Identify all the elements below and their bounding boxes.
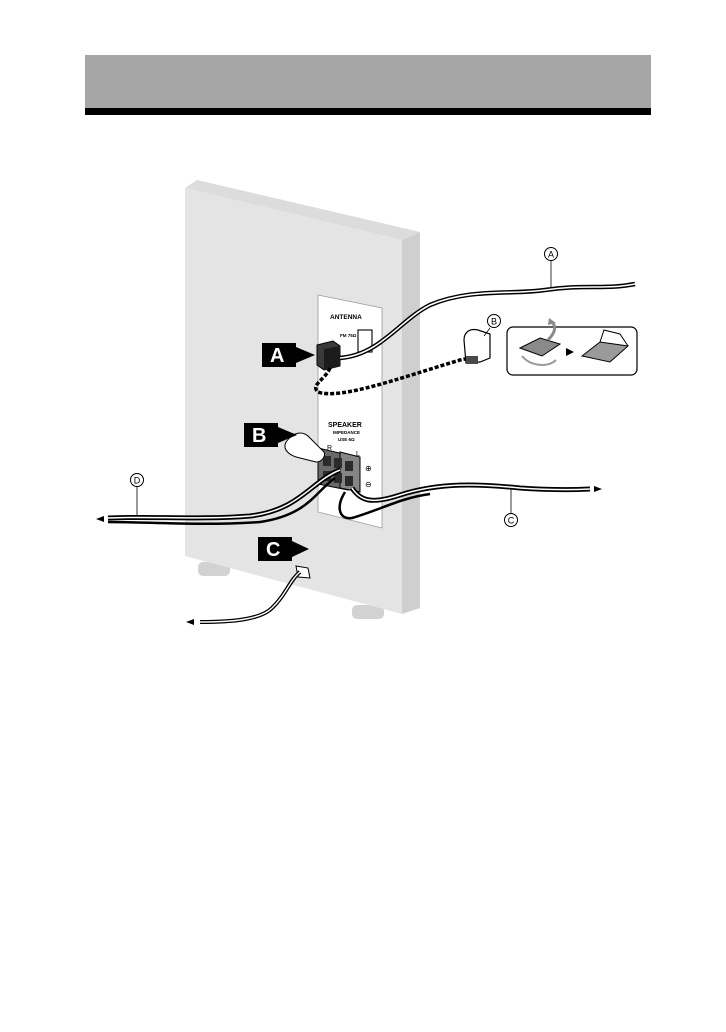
- callout-a: A: [262, 343, 315, 367]
- arrow-left-d-icon: [96, 516, 104, 522]
- arrow-right-c-icon: [594, 486, 602, 492]
- impedance-value: USE 6Ω: [338, 437, 355, 442]
- unit-foot-right: [352, 605, 384, 619]
- callout-c: C: [258, 537, 309, 561]
- impedance-label: IMPEDANCE: [333, 430, 360, 435]
- circle-label-a: A: [544, 247, 558, 287]
- plus-symbol: ⊕: [365, 464, 372, 473]
- circle-label-b-text: B: [491, 317, 497, 327]
- am-loop-antenna-icon: [463, 328, 491, 364]
- fm-antenna-connector-icon: [316, 340, 341, 371]
- am-antenna-assembly-inset: [506, 318, 638, 376]
- unit-side-panel: [402, 232, 420, 614]
- circle-label-c-text: C: [508, 516, 515, 526]
- circle-label-a-text: A: [548, 250, 554, 260]
- circle-label-d-text: D: [134, 476, 141, 486]
- header-band: [85, 55, 651, 108]
- minus-symbol: ⊖: [365, 480, 372, 489]
- callout-b: B: [244, 423, 297, 447]
- header-rule: [85, 108, 651, 115]
- antenna-heading: ANTENNA: [330, 314, 362, 321]
- callout-c-label: C: [266, 539, 280, 561]
- power-cord-icon: [186, 565, 311, 625]
- speaker-heading: SPEAKER: [328, 422, 362, 429]
- circle-label-d: D: [130, 473, 144, 516]
- callout-a-label: A: [270, 345, 284, 367]
- circle-label-b: B: [483, 314, 501, 337]
- left-channel-label: L: [356, 451, 360, 458]
- fm-jack-label: FM 75Ω: [340, 333, 357, 338]
- right-channel-label: R: [327, 445, 332, 452]
- circle-label-c: C: [504, 488, 518, 527]
- unit-top-edge: [185, 180, 420, 240]
- finger-icon: [284, 432, 325, 463]
- am-antenna-wire: [314, 356, 471, 396]
- callout-b-label: B: [252, 425, 266, 447]
